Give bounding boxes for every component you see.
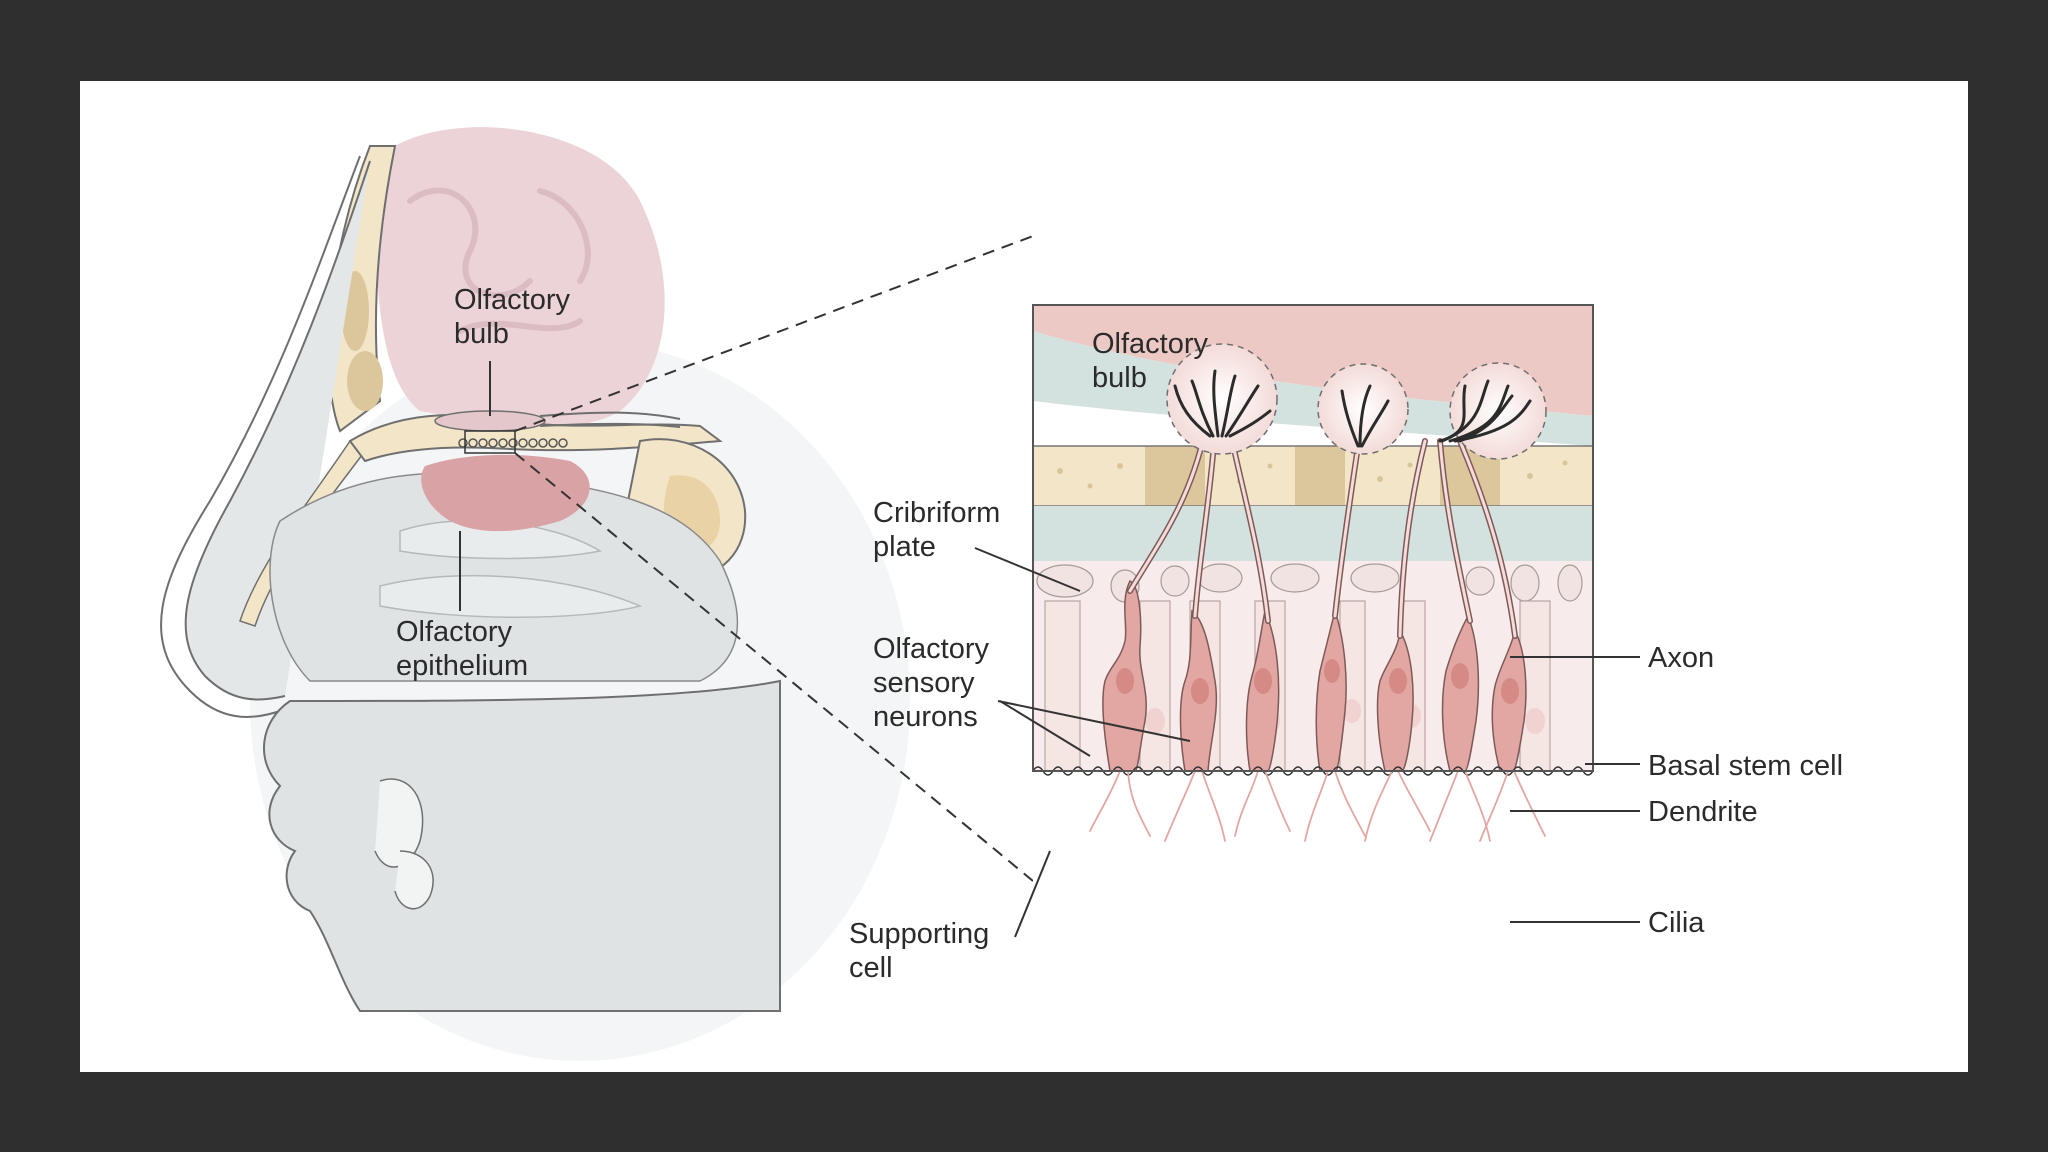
label-dendrite: Dendrite xyxy=(1648,796,1758,828)
cilia xyxy=(1089,770,1546,842)
olfactory-epithelium-region xyxy=(421,454,590,532)
nose-skin xyxy=(160,155,361,718)
label-basal-stem-cell: Basal stem cell xyxy=(1648,750,1843,782)
label-olfactory-sensory-neurons: Olfactory sensory neurons xyxy=(873,633,997,733)
zoom-line-top xyxy=(514,235,1034,432)
label-supporting-cell: Supporting cell xyxy=(849,918,997,984)
label-axon: Axon xyxy=(1648,642,1714,674)
olfactory-diagram-slide: Olfactory bulb Olfactory epithelium Olfa… xyxy=(80,81,1968,1072)
lips-chin xyxy=(263,679,781,1012)
zoom-line-bottom xyxy=(514,452,1034,882)
head-section xyxy=(160,127,910,1061)
label-cribriform-plate: Cribriform plate xyxy=(873,497,1008,563)
olfactory-bulb-tissue xyxy=(1033,305,1593,416)
label-olfactory-bulb-left: Olfactory bulb xyxy=(454,284,578,350)
brain xyxy=(376,127,665,427)
label-cilia: Cilia xyxy=(1648,907,1705,939)
olfactory-diagram: Olfactory bulb Olfactory epithelium Olfa… xyxy=(160,127,1843,1061)
label-olfactory-epithelium: Olfactory epithelium xyxy=(396,616,528,682)
label-olfactory-bulb-right: Olfactory bulb xyxy=(1092,328,1216,394)
zoom-box xyxy=(464,430,516,454)
magnified-panel xyxy=(974,304,1640,938)
